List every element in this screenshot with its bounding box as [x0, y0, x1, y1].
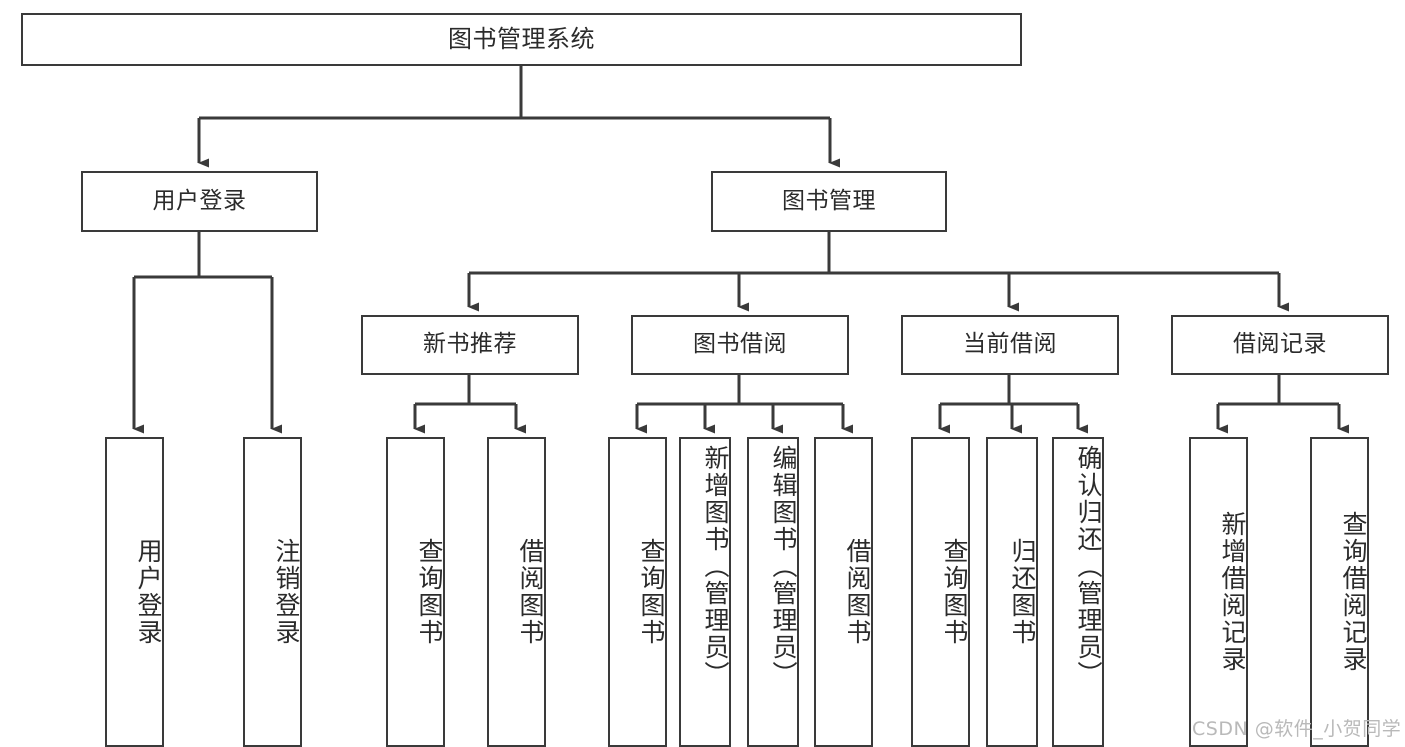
leaf-return-book-label: 归还图书 — [1008, 538, 1037, 646]
leaf-add-borrow-record[interactable]: 新增借阅记录 — [1189, 437, 1248, 747]
leaf-query-book-borrow-label: 查询图书 — [637, 538, 666, 646]
leaf-borrow-book[interactable]: 借阅图书 — [814, 437, 873, 747]
leaf-query-book-borrow[interactable]: 查询图书 — [608, 437, 667, 747]
leaf-query-borrow-record[interactable]: 查询借阅记录 — [1310, 437, 1369, 747]
leaf-confirm-return-admin[interactable]: 确认归还（管理员） — [1052, 437, 1104, 747]
leaf-borrow-book-label: 借阅图书 — [843, 538, 872, 646]
node-borrow-record-label: 借阅记录 — [1233, 331, 1327, 358]
leaf-borrow-book-recommend[interactable]: 借阅图书 — [487, 437, 546, 747]
node-borrow-record[interactable]: 借阅记录 — [1171, 315, 1389, 375]
leaf-edit-book-admin-label: 编辑图书（管理员） — [769, 445, 798, 688]
watermark: CSDN @软件_小贺同学 — [1192, 718, 1402, 740]
leaf-edit-book-admin[interactable]: 编辑图书（管理员） — [747, 437, 799, 747]
leaf-logout-label: 注销登录 — [272, 538, 301, 646]
leaf-return-book[interactable]: 归还图书 — [986, 437, 1038, 747]
leaf-query-book-current-label: 查询图书 — [940, 538, 969, 646]
node-user-login-label: 用户登录 — [152, 187, 247, 214]
node-user-login[interactable]: 用户登录 — [81, 171, 318, 232]
leaf-query-book-recommend[interactable]: 查询图书 — [386, 437, 445, 747]
node-new-book-recommend[interactable]: 新书推荐 — [361, 315, 579, 375]
leaf-user-login-label: 用户登录 — [134, 538, 163, 646]
leaf-user-login[interactable]: 用户登录 — [105, 437, 164, 747]
node-book-borrow-label: 图书借阅 — [693, 331, 787, 358]
leaf-add-book-admin-label: 新增图书（管理员） — [701, 445, 730, 688]
leaf-borrow-book-recommend-label: 借阅图书 — [516, 538, 545, 646]
leaf-add-borrow-record-label: 新增借阅记录 — [1218, 511, 1247, 673]
leaf-query-book-current[interactable]: 查询图书 — [911, 437, 970, 747]
node-book-management-label: 图书管理 — [782, 187, 876, 214]
leaf-query-book-recommend-label: 查询图书 — [415, 538, 444, 646]
node-current-borrow-label: 当前借阅 — [963, 331, 1057, 358]
leaf-logout[interactable]: 注销登录 — [243, 437, 302, 747]
leaf-add-book-admin[interactable]: 新增图书（管理员） — [679, 437, 731, 747]
leaf-confirm-return-admin-label: 确认归还（管理员） — [1074, 445, 1103, 688]
node-new-book-recommend-label: 新书推荐 — [423, 331, 517, 358]
node-book-management[interactable]: 图书管理 — [711, 171, 947, 232]
node-book-borrow[interactable]: 图书借阅 — [631, 315, 849, 375]
leaf-query-borrow-record-label: 查询借阅记录 — [1339, 511, 1368, 673]
node-root[interactable]: 图书管理系统 — [21, 13, 1022, 66]
node-root-label: 图书管理系统 — [448, 25, 595, 54]
node-current-borrow[interactable]: 当前借阅 — [901, 315, 1119, 375]
